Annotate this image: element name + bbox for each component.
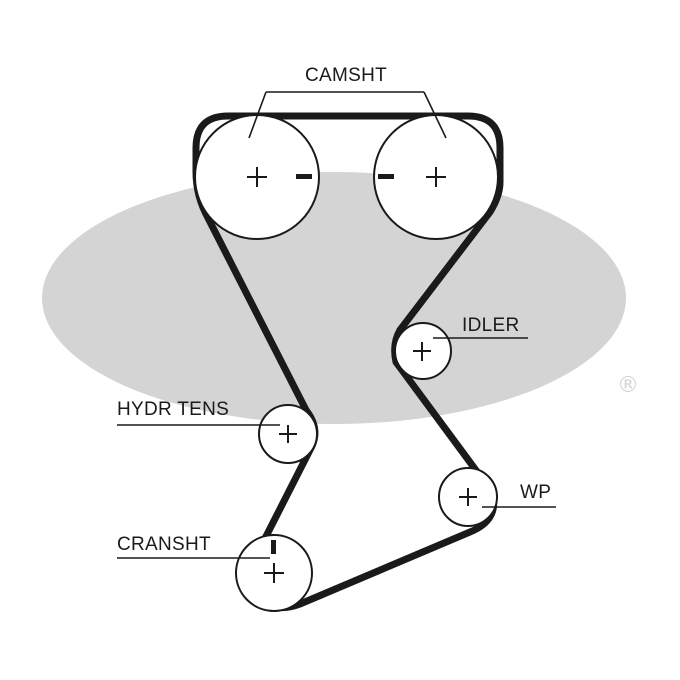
logo-ellipse	[42, 172, 626, 424]
idler-label: IDLER	[462, 315, 519, 336]
camshaft-leader	[248, 91, 447, 139]
water-pump-callout: WP	[482, 482, 556, 508]
timing-mark	[271, 540, 276, 554]
camshaft-pulley-right	[373, 114, 499, 240]
registered-mark: ®	[617, 373, 639, 398]
timing-mark	[296, 174, 312, 179]
hydraulic-tensioner-label: HYDR TENS	[117, 399, 229, 420]
camshaft-label: CAMSHT	[305, 65, 387, 86]
crankshaft-callout: CRANSHT	[117, 534, 270, 559]
crankshaft-pulley	[235, 534, 313, 612]
idler-pulley	[394, 322, 452, 380]
gates-logo-watermark: Gates ®	[42, 162, 639, 432]
idler-callout: IDLER	[433, 315, 528, 339]
water-pump-pulley	[438, 467, 498, 527]
water-pump-label: WP	[520, 482, 551, 503]
hydraulic-tensioner-pulley	[258, 404, 318, 464]
timing-mark	[378, 174, 394, 179]
hydraulic-tensioner-callout: HYDR TENS	[117, 399, 280, 426]
camshaft-pulley-left	[194, 114, 320, 240]
crankshaft-label: CRANSHT	[117, 534, 211, 555]
camshaft-callout: CAMSHT	[248, 65, 447, 139]
